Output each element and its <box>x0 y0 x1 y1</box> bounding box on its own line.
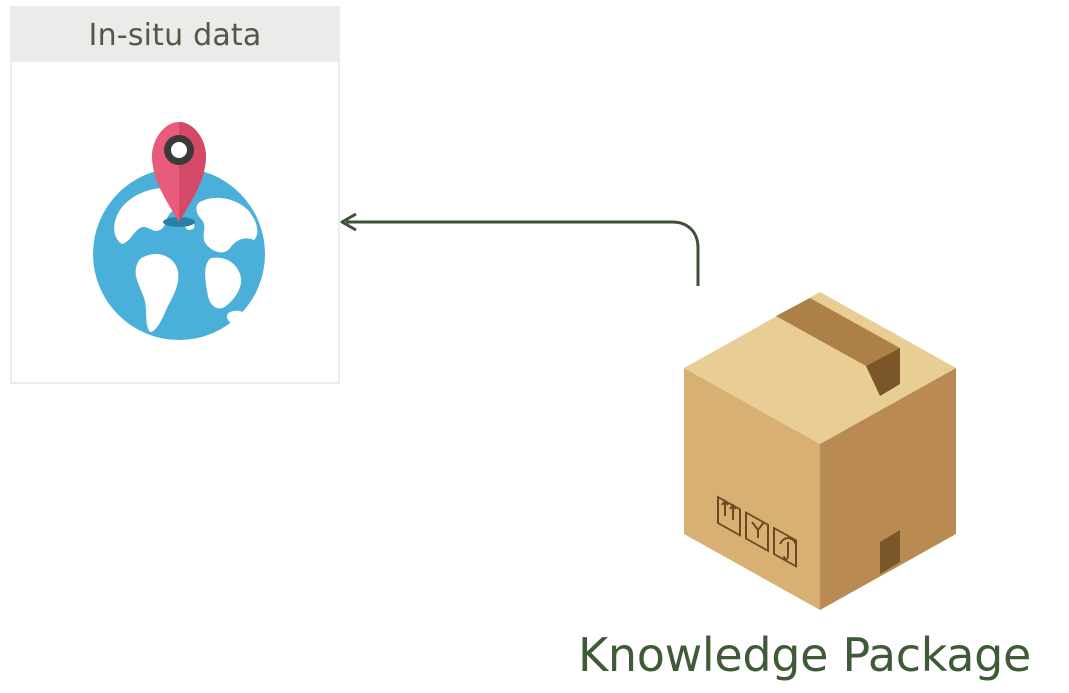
in-situ-data-card: In-situ data <box>10 6 340 384</box>
knowledge-package-box <box>680 292 960 612</box>
globe-icon <box>93 122 265 340</box>
cardboard-box-icon <box>684 292 956 610</box>
globe-with-pin <box>90 110 268 342</box>
card-header: In-situ data <box>12 8 338 62</box>
map-pin-icon <box>152 122 206 222</box>
knowledge-package-label: Knowledge Package <box>578 628 1032 682</box>
card-title: In-situ data <box>88 17 262 53</box>
handling-symbols <box>717 495 797 568</box>
handling-symbol-marks <box>721 499 797 560</box>
flow-arrow <box>340 212 700 286</box>
